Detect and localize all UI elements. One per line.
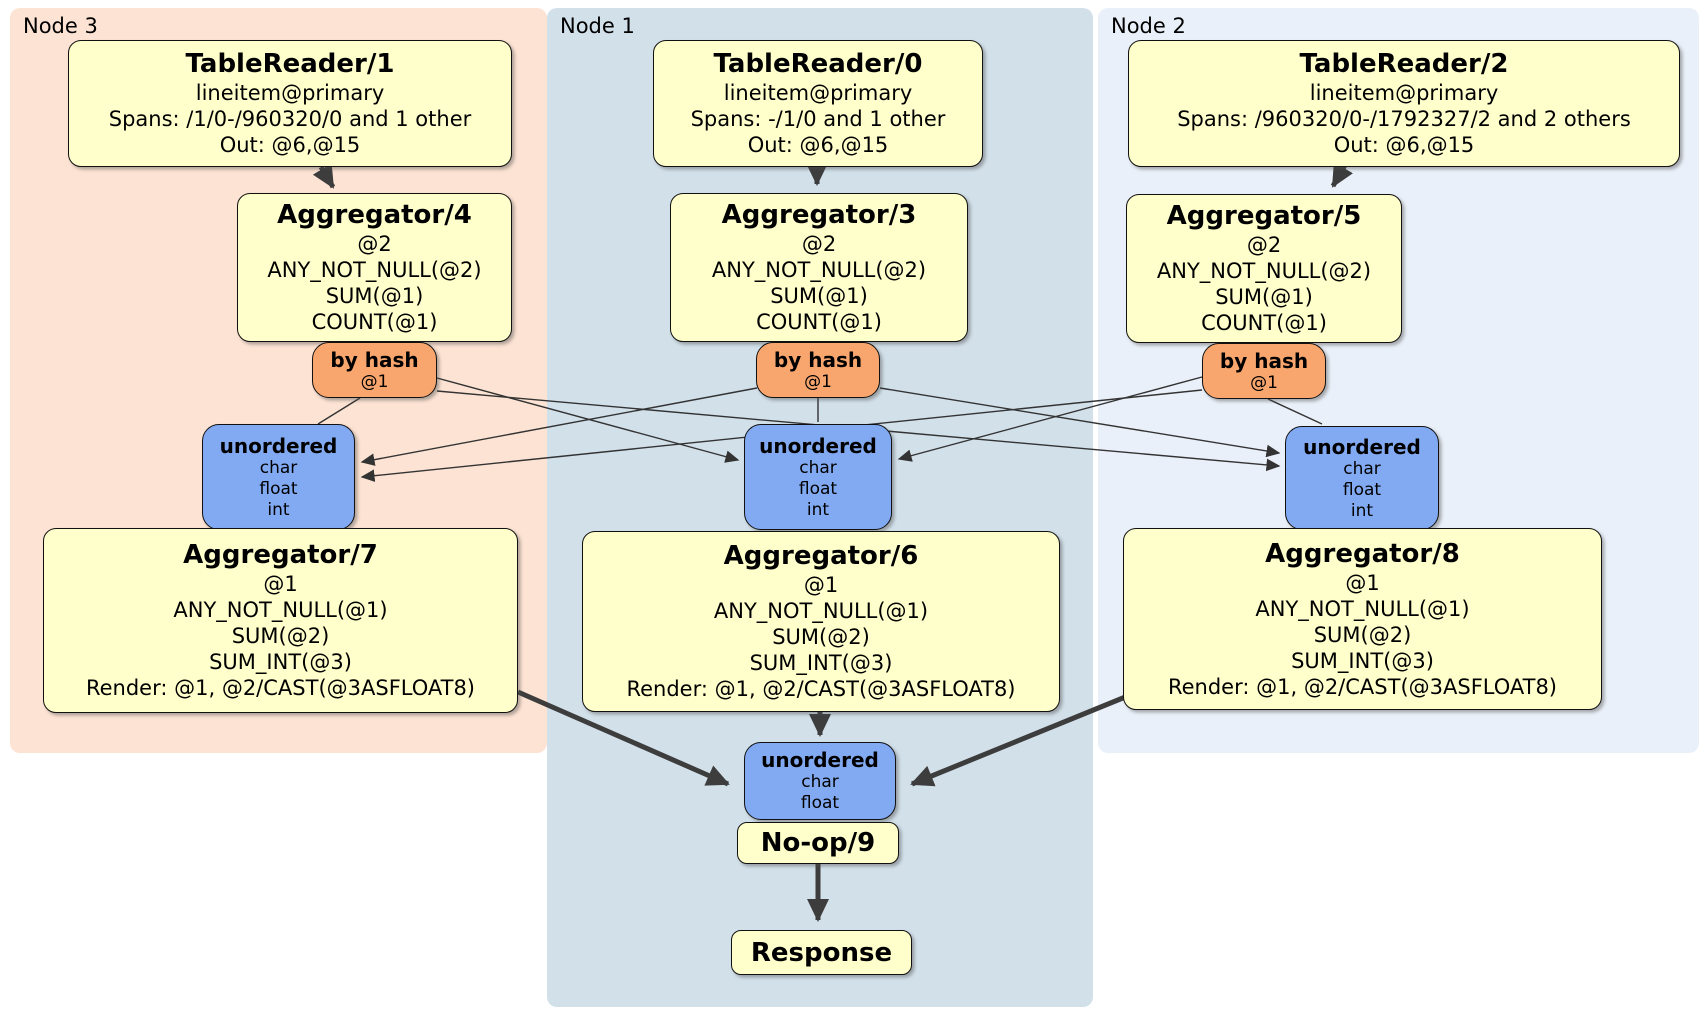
panel-node2-label: Node 2 [1111, 14, 1186, 38]
sync-unordered-node3: unordered char float int [202, 424, 355, 530]
sync-unordered-node1: unordered char float int [744, 424, 892, 530]
node-aggregator-8: Aggregator/8 @1 ANY_NOT_NULL(@1) SUM(@2)… [1123, 528, 1602, 710]
node-aggregator-6: Aggregator/6 @1 ANY_NOT_NULL(@1) SUM(@2)… [582, 531, 1060, 712]
node-aggregator-5: Aggregator/5 @2 ANY_NOT_NULL(@2) SUM(@1)… [1126, 194, 1402, 343]
node-aggregator-3: Aggregator/3 @2 ANY_NOT_NULL(@2) SUM(@1)… [670, 193, 968, 342]
panel-node3-label: Node 3 [23, 14, 98, 38]
node-aggregator-4: Aggregator/4 @2 ANY_NOT_NULL(@2) SUM(@1)… [237, 193, 512, 342]
router-by-hash-node2: by hash @1 [1202, 343, 1326, 399]
node-tablereader-1: TableReader/1 lineitem@primary Spans: /1… [68, 40, 512, 167]
node-tablereader-0: TableReader/0 lineitem@primary Spans: -/… [653, 40, 983, 167]
panel-node1-label: Node 1 [560, 14, 635, 38]
router-by-hash-node3: by hash @1 [312, 342, 437, 398]
node-response: Response [731, 930, 912, 975]
router-by-hash-node1: by hash @1 [756, 342, 880, 398]
node-noop-9: No-op/9 [737, 822, 899, 864]
sync-unordered-node2: unordered char float int [1285, 426, 1439, 530]
node-aggregator-7: Aggregator/7 @1 ANY_NOT_NULL(@1) SUM(@2)… [43, 528, 518, 713]
sync-unordered-final: unordered char float [744, 742, 896, 820]
node-tablereader-2: TableReader/2 lineitem@primary Spans: /9… [1128, 40, 1680, 167]
